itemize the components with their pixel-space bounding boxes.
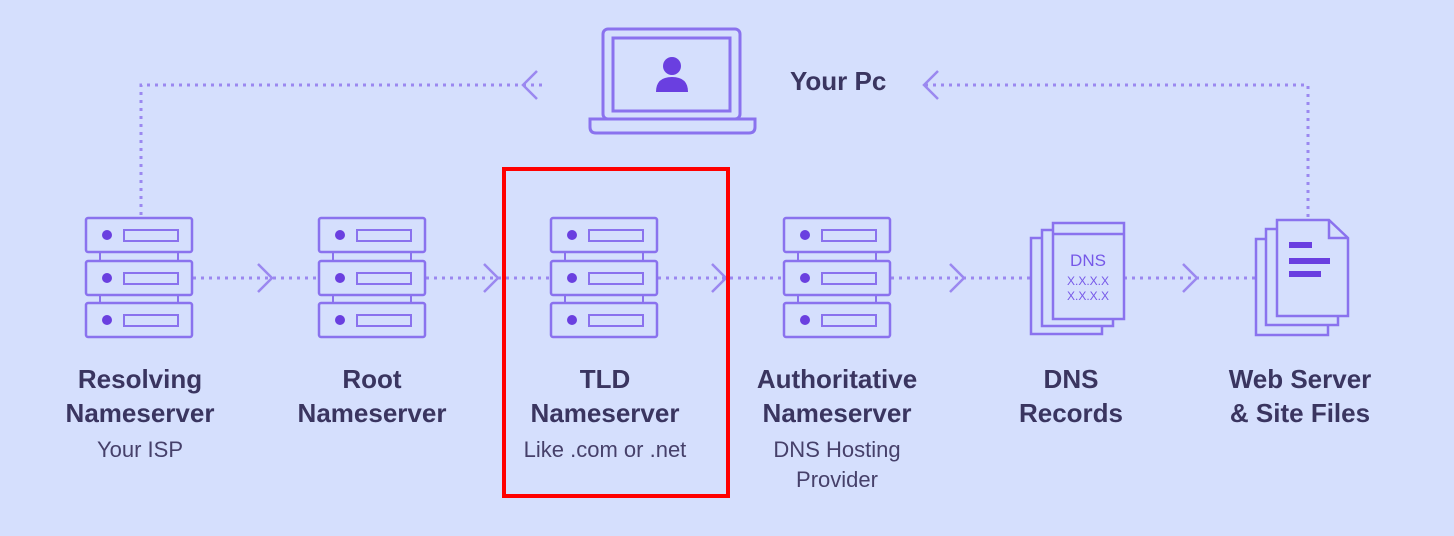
chevron-right-icon <box>1182 263 1199 293</box>
user-icon <box>656 57 688 92</box>
return-path-right <box>925 83 1310 218</box>
return-path-left <box>139 83 545 215</box>
node-dns-records: DNS Records <box>951 362 1191 430</box>
chevron-right-icon <box>257 263 274 293</box>
server-stack-icon <box>549 216 659 339</box>
node-resolving-nameserver: Resolving Nameserver Your ISP <box>20 362 260 465</box>
text-lines-icon <box>1289 242 1330 277</box>
node-title: TLD <box>579 364 631 394</box>
node-title: & Site Files <box>1229 398 1371 428</box>
server-stack-icon <box>782 216 892 339</box>
node-title: Nameserver <box>65 398 215 428</box>
node-title: Nameserver <box>762 398 912 428</box>
chevron-right-icon <box>483 263 500 293</box>
node-web-server: Web Server & Site Files <box>1180 362 1420 430</box>
dns-doc-line: X.X.X.X <box>1067 274 1109 288</box>
chevron-right-icon <box>949 263 966 293</box>
dns-doc-line: X.X.X.X <box>1067 289 1109 303</box>
node-title: Nameserver <box>530 398 680 428</box>
dns-doc-heading: DNS <box>1070 251 1106 270</box>
node-title: Resolving <box>77 364 203 394</box>
node-subtitle: Your ISP <box>96 437 184 462</box>
node-root-nameserver: Root Nameserver <box>252 362 492 430</box>
chevron-left-icon <box>521 70 538 100</box>
dns-records-icon <box>1029 221 1126 336</box>
node-tld-nameserver: TLD Nameserver Like .com or .net <box>485 362 725 465</box>
highlight-box-tld <box>502 167 730 498</box>
node-title: Web Server <box>1228 364 1372 394</box>
node-title: Nameserver <box>297 398 447 428</box>
your-pc-label: Your Pc <box>790 66 887 96</box>
node-title: DNS <box>1043 364 1099 394</box>
server-stack-icon <box>84 216 194 339</box>
node-subtitle: Provider <box>796 467 878 492</box>
server-stack-icon <box>317 216 427 339</box>
node-subtitle: DNS Hosting <box>773 437 901 462</box>
node-subtitle: Like .com or .net <box>523 437 687 462</box>
node-title: Authoritative <box>756 364 918 394</box>
node-authoritative-nameserver: Authoritative Nameserver DNS Hosting Pro… <box>717 362 957 495</box>
chevron-left-icon <box>922 70 939 100</box>
node-title: Root <box>342 364 402 394</box>
node-title: Records <box>1018 398 1124 428</box>
site-files-icon <box>1254 218 1350 337</box>
